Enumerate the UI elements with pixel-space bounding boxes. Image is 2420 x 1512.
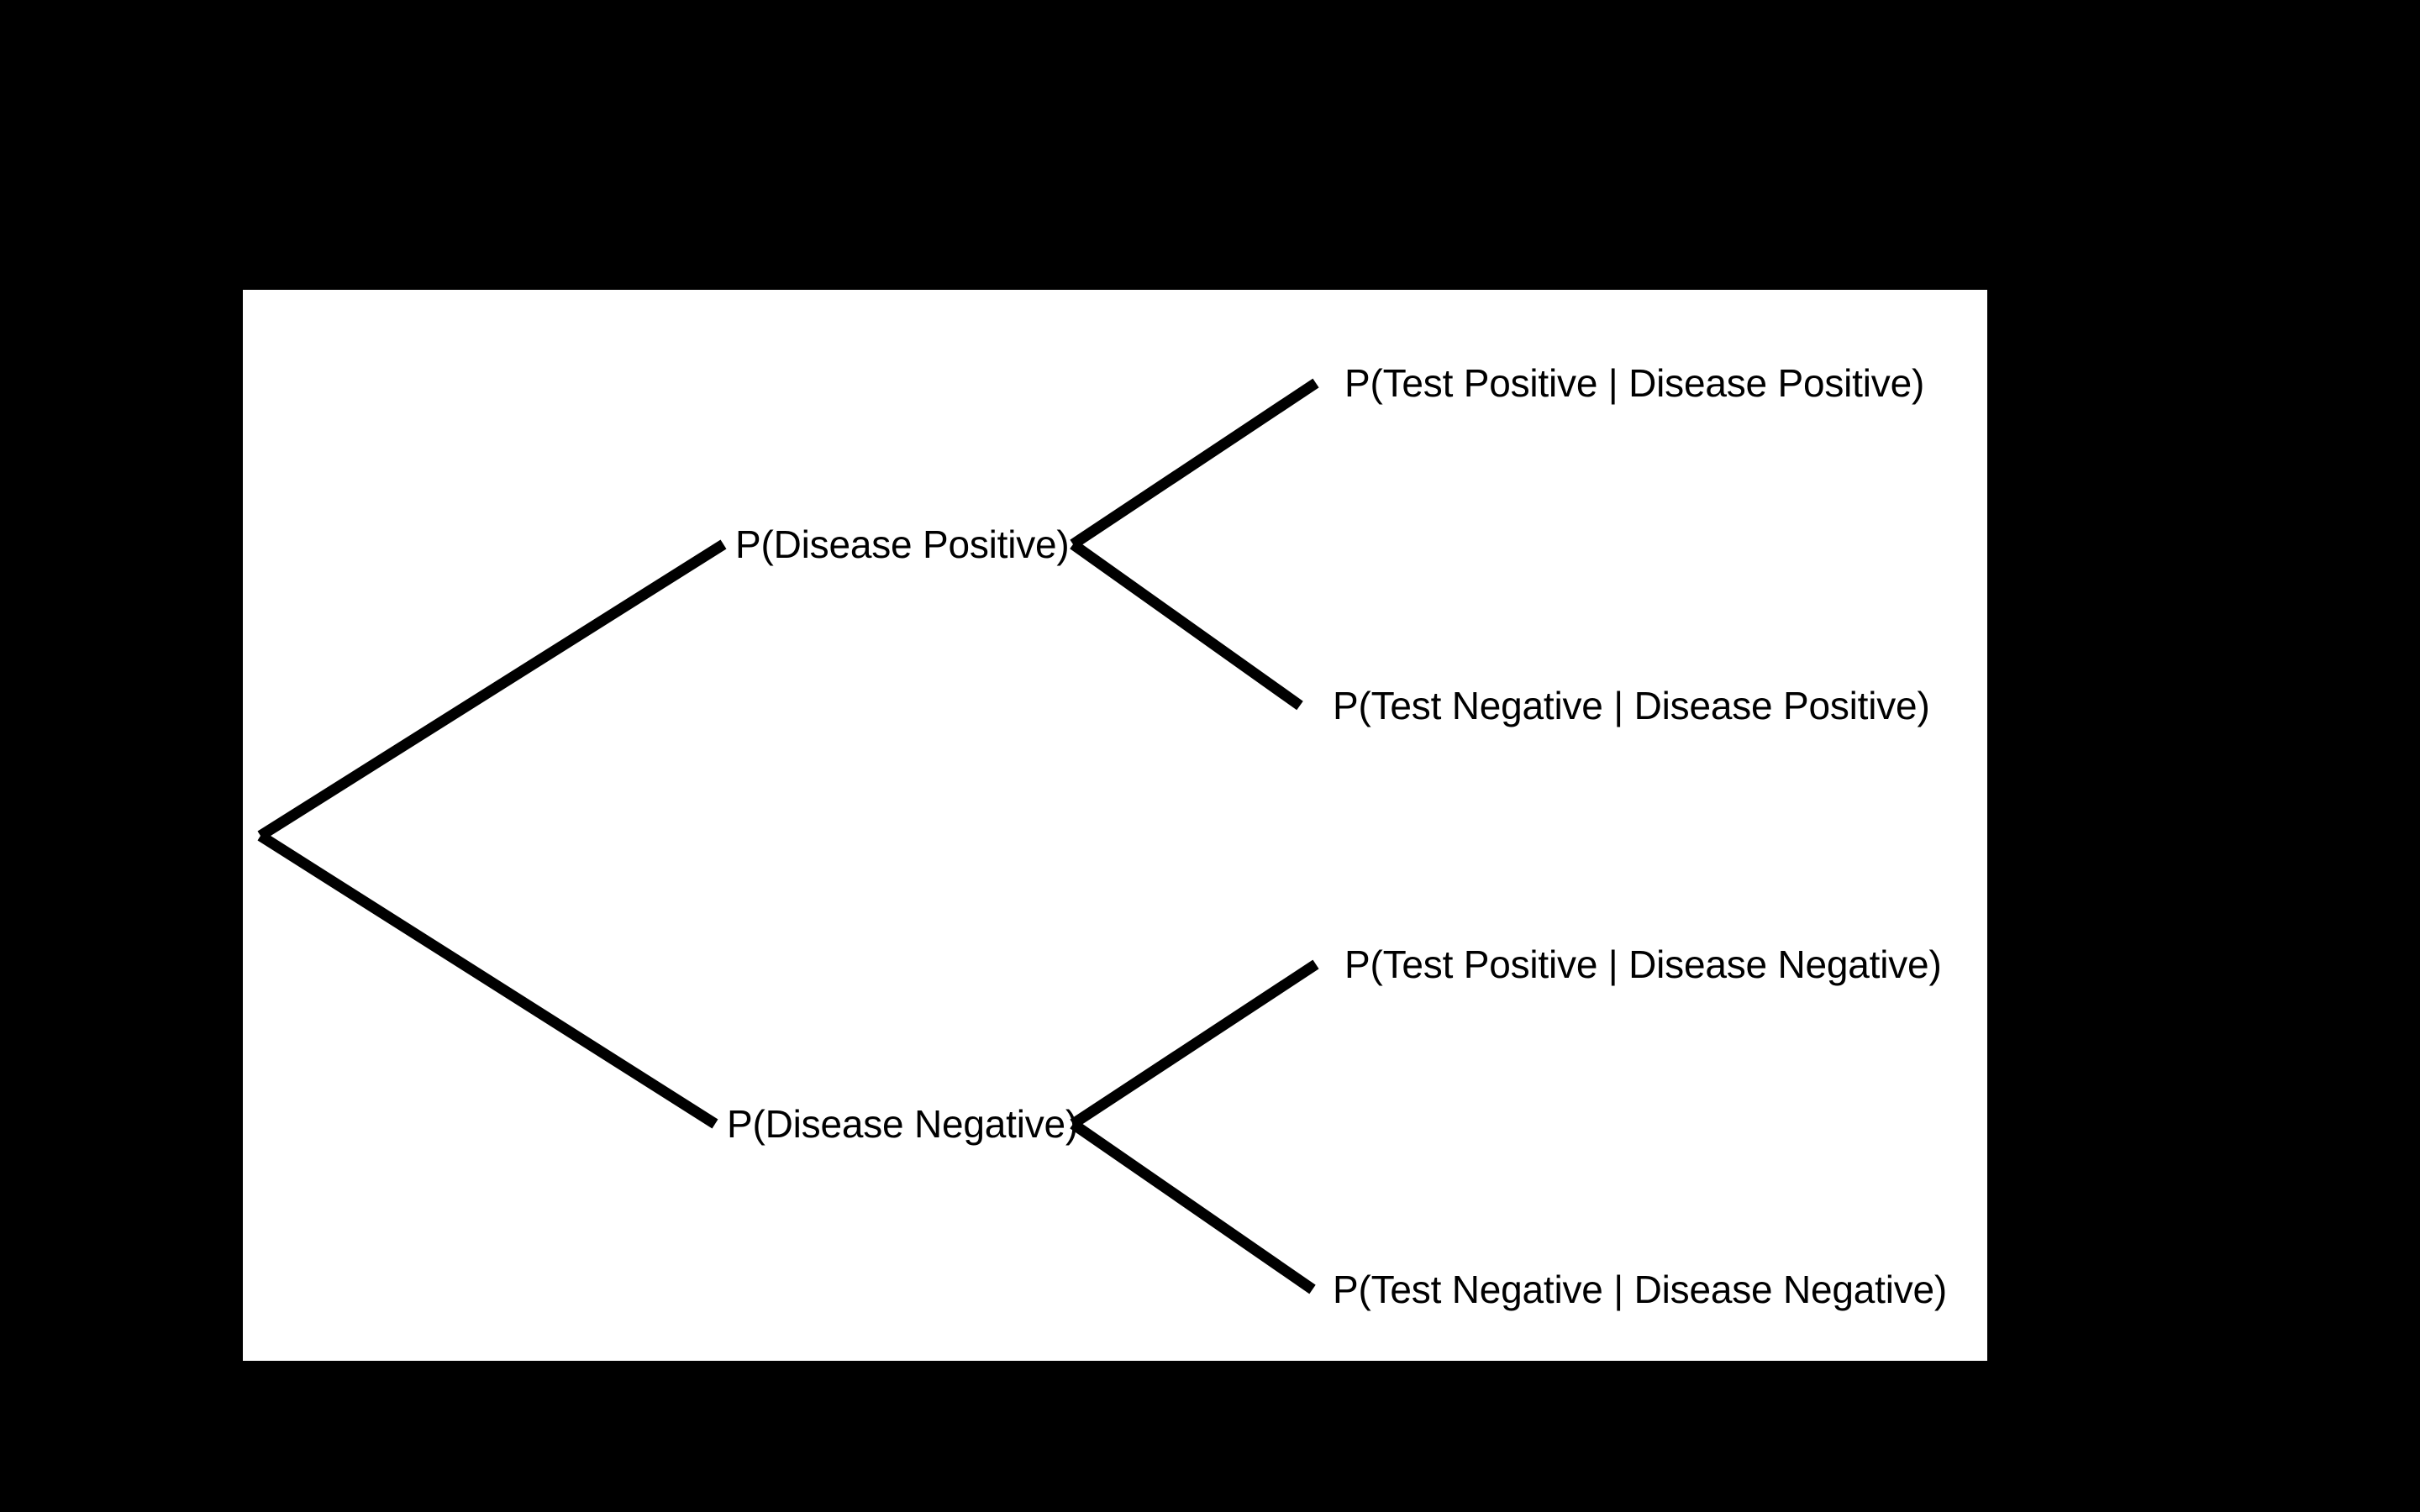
node-label-test-negative-given-disease-positive: P(Test Negative | Disease Positive) <box>1333 684 1930 727</box>
node-label-test-negative-given-disease-negative: P(Test Negative | Disease Negative) <box>1333 1268 1948 1311</box>
diagram-canvas: P(Disease Positive) P(Disease Negative) … <box>243 290 1987 1361</box>
branch-disease-positive-to-test-positive-given-disease-positive <box>1070 378 1319 549</box>
node-label-disease-negative: P(Disease Negative) <box>727 1102 1079 1146</box>
branch-disease-positive-to-test-negative-given-disease-positive <box>1070 539 1303 711</box>
node-label-test-positive-given-disease-negative: P(Test Positive | Disease Negative) <box>1344 942 1942 986</box>
branch-root-to-disease-negative <box>257 831 718 1129</box>
tree-branches <box>257 378 1319 1294</box>
node-label-disease-positive: P(Disease Positive) <box>735 522 1070 566</box>
branch-root-to-disease-positive <box>257 539 727 841</box>
node-label-test-positive-given-disease-positive: P(Test Positive | Disease Positive) <box>1344 361 1925 405</box>
branch-disease-negative-to-test-negative-given-disease-negative <box>1070 1119 1316 1294</box>
branch-disease-negative-to-test-positive-given-disease-negative <box>1070 959 1319 1129</box>
